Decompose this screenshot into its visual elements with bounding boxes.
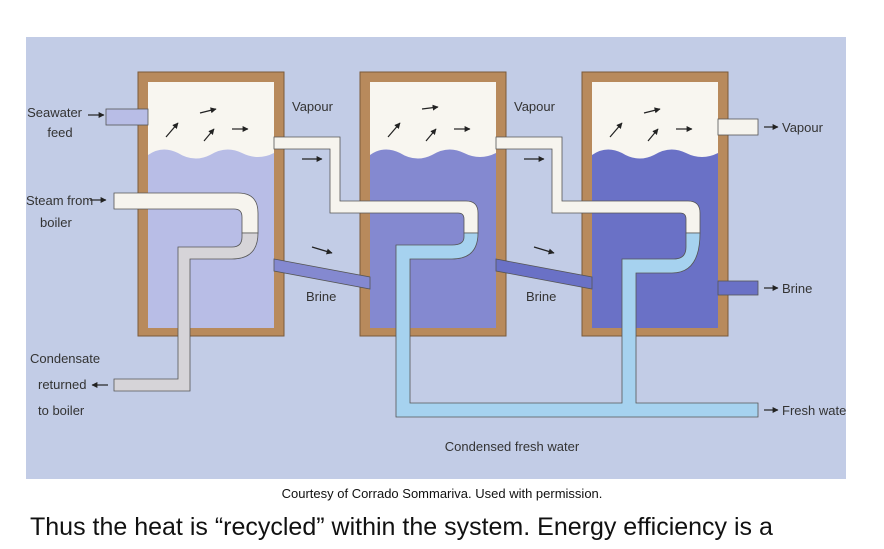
condensate-label-line3: to boiler <box>38 403 85 418</box>
seawater-feed-pipe <box>105 108 149 126</box>
label-arrows <box>88 112 779 413</box>
brine-out-label: Brine <box>782 281 812 296</box>
seawater-feed-label-line2: feed <box>47 125 72 140</box>
steam-label-line1: Steam from <box>26 193 93 208</box>
brine-outlet-pipe <box>717 280 759 296</box>
vapour-out-label: Vapour <box>782 120 824 135</box>
slide-body-text: Thus the heat is “recycled” within the s… <box>30 513 773 541</box>
condensed-fresh-water-label: Condensed fresh water <box>445 439 580 454</box>
brine-label-1: Brine <box>306 289 336 304</box>
steam-label-line2: boiler <box>40 215 72 230</box>
brine-label-2: Brine <box>526 289 556 304</box>
condensate-label-line1: Condensate <box>30 351 100 366</box>
brine-transfer-pipe-2 <box>495 258 593 290</box>
vapour-label-2: Vapour <box>514 99 556 114</box>
condensate-return-pipe <box>113 232 259 392</box>
image-credit-caption: Courtesy of Corrado Sommariva. Used with… <box>281 486 603 501</box>
vapour-flow-arrows <box>165 104 693 142</box>
seawater-feed-label-line1: Seawater <box>27 105 83 120</box>
vapour-outlet-pipe <box>717 118 759 136</box>
msf-desalination-diagram: Seawater feed Steam from boiler Condensa… <box>26 37 846 479</box>
brine-transfer-pipe-1 <box>273 258 371 290</box>
pipe-flow-arrows <box>302 156 555 255</box>
fresh-water-pipe <box>395 232 759 418</box>
vapour-label-1: Vapour <box>292 99 334 114</box>
condensate-label-line2: returned <box>38 377 86 392</box>
fresh-water-out-label: Fresh water <box>782 403 846 418</box>
